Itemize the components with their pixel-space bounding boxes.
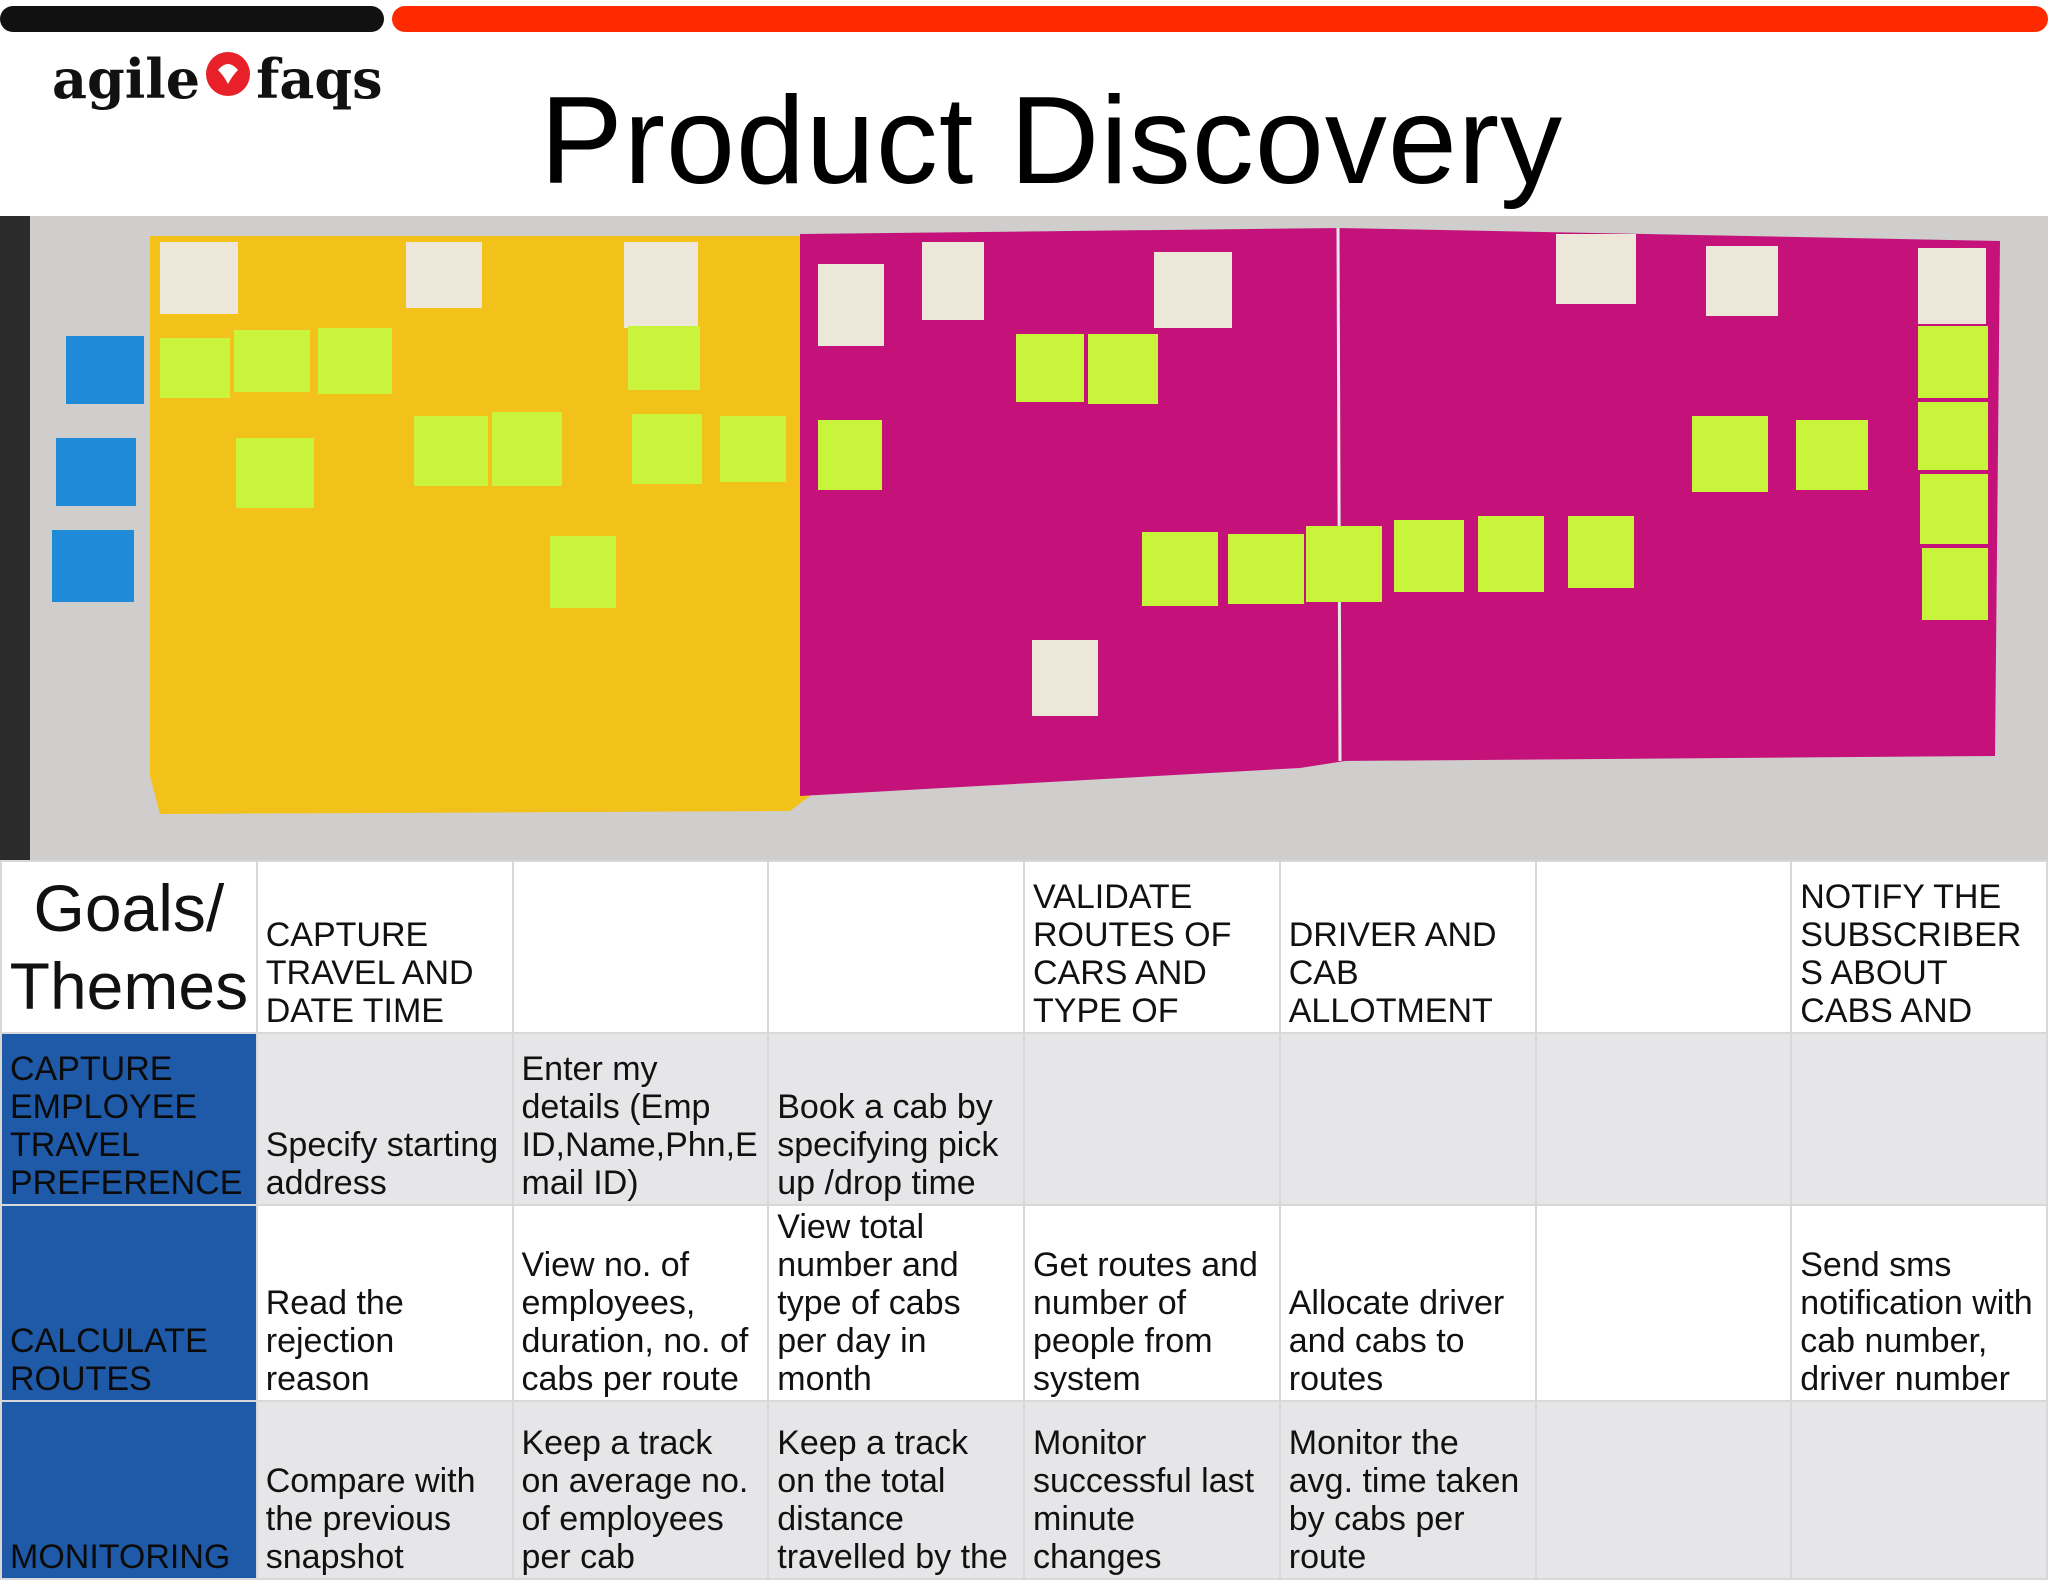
story-cell xyxy=(1790,1032,2048,1206)
story-cell: Enter my details (Emp ID,Name,Phn,E mail… xyxy=(511,1032,770,1206)
theme-header-3 xyxy=(767,860,1025,1034)
story-cell: Get routes and number of people from sys… xyxy=(1023,1204,1281,1402)
story-cell: Compare with the previous snapshot xyxy=(255,1400,514,1580)
story-cell: Book a cab by specifying pick up /drop t… xyxy=(767,1032,1025,1206)
story-cell-text: Keep a track on average no. of employees… xyxy=(521,1424,749,1576)
story-cell: Keep a track on average no. of employees… xyxy=(511,1400,770,1580)
story-cell-text: Keep a track on the total distance trave… xyxy=(777,1424,1008,1576)
story-cell xyxy=(1023,1032,1281,1206)
story-cell: View no. of employees, duration, no. of … xyxy=(511,1204,770,1402)
story-cell: Monitor the avg. time taken by cabs per … xyxy=(1278,1400,1537,1580)
story-cell: Send sms notification with cab number, d… xyxy=(1790,1204,2048,1402)
story-cell xyxy=(1534,1204,1793,1402)
story-cell: View total number and type of cabs per d… xyxy=(767,1204,1025,1402)
theme-header-1: CAPTURE TRAVEL AND DATE TIME xyxy=(255,860,514,1034)
story-cell xyxy=(1278,1032,1537,1206)
logo-text-right: faqs xyxy=(256,47,383,111)
goals-themes-corner: Goals/ Themes xyxy=(0,860,258,1034)
theme-header-4-text: VALIDATE ROUTES OF CARS AND TYPE OF xyxy=(1033,878,1232,1030)
logo-text-left: agile xyxy=(52,47,201,111)
story-cell: Monitor successful last minute changes xyxy=(1023,1400,1281,1580)
theme-header-5: DRIVER AND CAB ALLOTMENT xyxy=(1278,860,1537,1034)
theme-header-row: Goals/ Themes CAPTURE TRAVEL AND DATE TI… xyxy=(0,860,2048,1034)
theme-header-2 xyxy=(511,860,770,1034)
story-cell: Read the rejection reason xyxy=(255,1204,514,1402)
goal-cell: CAPTURE EMPLOYEE TRAVEL PREFERENCE xyxy=(0,1032,258,1206)
story-map-wall-photo xyxy=(0,216,2048,860)
goal-cell: CALCULATE ROUTES xyxy=(0,1204,258,1402)
header-bar-red xyxy=(392,6,2048,32)
theme-header-4: VALIDATE ROUTES OF CARS AND TYPE OF xyxy=(1023,860,1281,1034)
story-cell xyxy=(1790,1400,2048,1580)
story-map-table: Goals/ Themes CAPTURE TRAVEL AND DATE TI… xyxy=(0,860,2048,1580)
story-cell xyxy=(1534,1032,1793,1206)
story-cell: Specify starting address xyxy=(255,1032,514,1206)
story-cell: Keep a track on the total distance trave… xyxy=(767,1400,1025,1580)
theme-header-7: NOTIFY THE SUBSCRIBER S ABOUT CABS AND xyxy=(1790,860,2048,1034)
table-row: CAPTURE EMPLOYEE TRAVEL PREFERENCE Speci… xyxy=(0,1032,2048,1206)
story-cell: Allocate driver and cabs to routes xyxy=(1278,1204,1537,1402)
table-row: CALCULATE ROUTES Read the rejection reas… xyxy=(0,1204,2048,1402)
goal-cell: MONITORING xyxy=(0,1400,258,1580)
story-cell xyxy=(1534,1400,1793,1580)
page-title: Product Discovery xyxy=(540,72,1564,210)
table-row: MONITORING Compare with the previous sna… xyxy=(0,1400,2048,1580)
header-bar-dark xyxy=(0,6,384,32)
logo-mark-icon xyxy=(204,47,252,111)
theme-header-6 xyxy=(1534,860,1793,1034)
agile-faqs-logo: agile faqs xyxy=(52,44,383,114)
theme-header-7-text: NOTIFY THE SUBSCRIBER S ABOUT CABS AND xyxy=(1800,878,2022,1030)
